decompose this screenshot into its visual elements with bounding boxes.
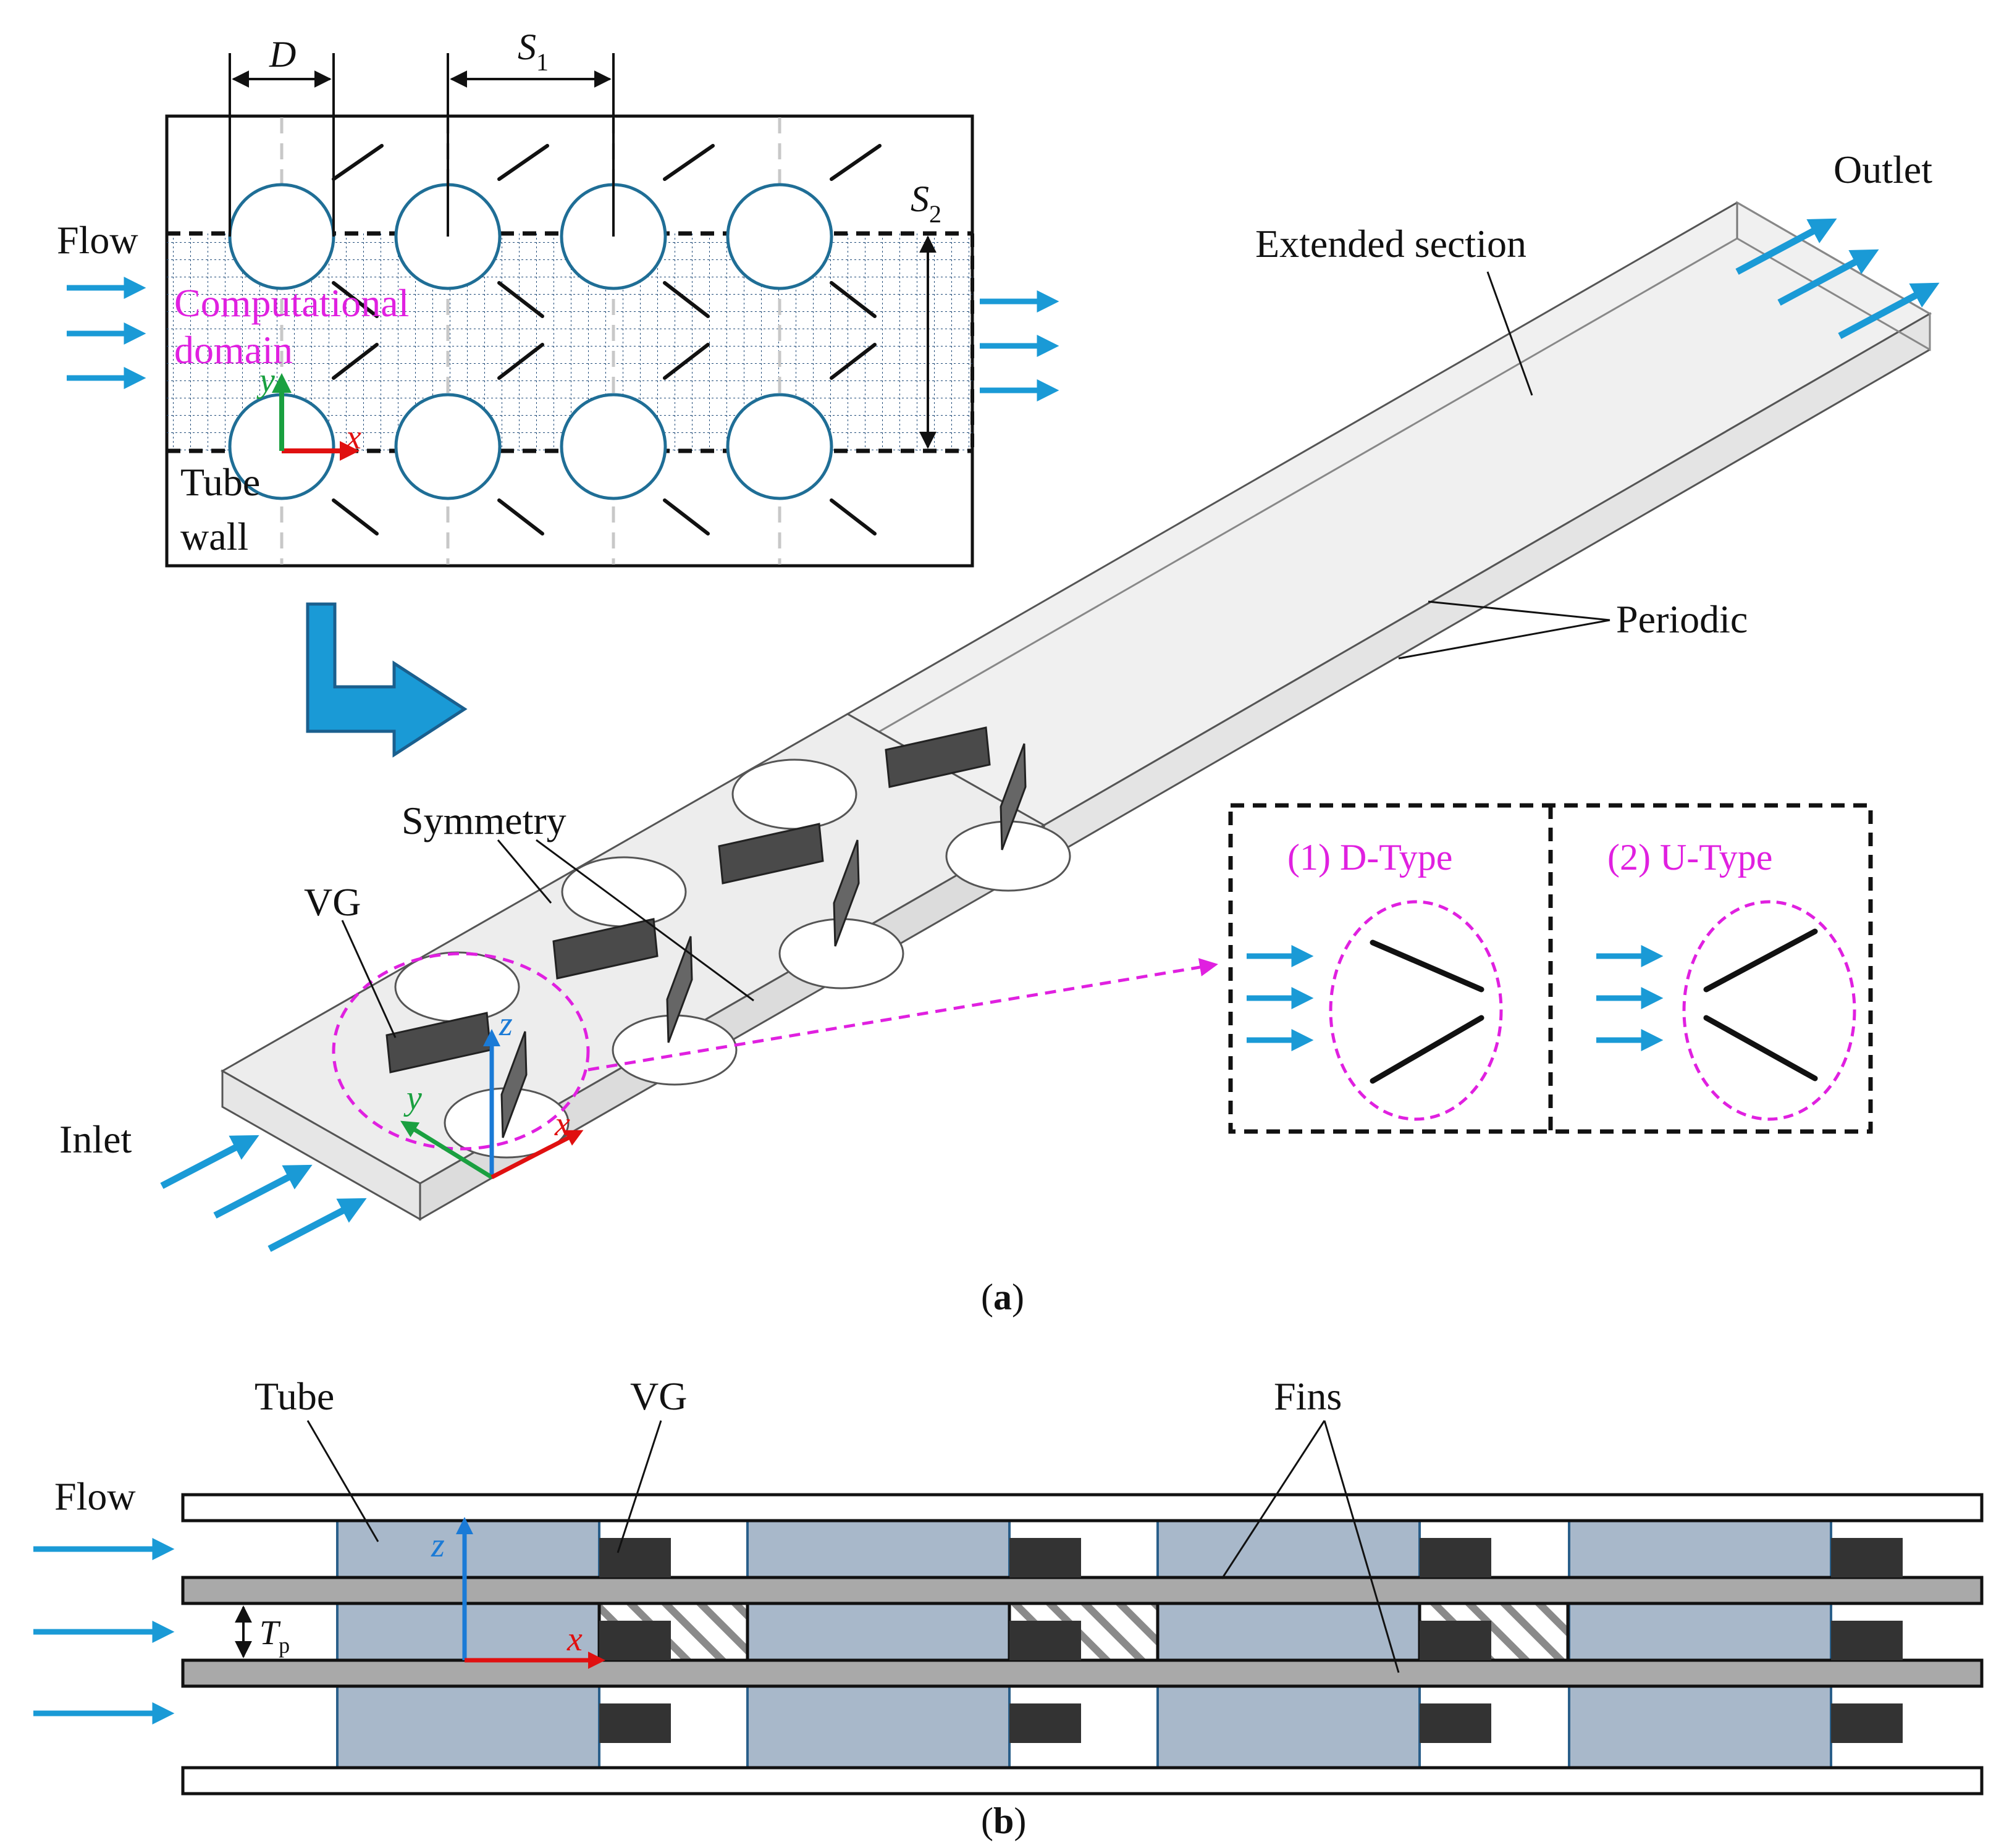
side-flow-arrows [33, 1538, 175, 1724]
axis-x-2d-label: x [345, 418, 361, 456]
computational-domain-label-1: Computational [174, 281, 409, 325]
outer-plate-top [181, 1493, 1984, 1522]
fin-lower [181, 1658, 1984, 1688]
d-type-label: (1) D-Type [1287, 837, 1452, 878]
flow-arrows-left [67, 277, 146, 389]
d-type-vg-upper [1370, 939, 1484, 993]
symmetry-label: Symmetry [402, 799, 566, 842]
vg-blocks [599, 1538, 1903, 1743]
axis-x-3d-label: x [554, 1105, 570, 1143]
inlet-face [221, 1069, 421, 1221]
extended-section-label: Extended section [1255, 222, 1526, 266]
outer-plate-bottom [181, 1766, 1984, 1796]
d-type-flow-arrows [1247, 945, 1314, 1051]
axis-x-3d [490, 1130, 584, 1180]
axis-z-3d-label: z [499, 1005, 513, 1043]
vg-lines [332, 144, 882, 536]
tp-label: Tp [259, 1614, 290, 1658]
leader-lines [341, 271, 1610, 1038]
vg-label-side: VG [630, 1374, 687, 1418]
tube-wall-label-1: Tube [180, 460, 260, 504]
inlet-label: Inlet [59, 1117, 132, 1161]
extended-top-face [845, 201, 1932, 826]
caption-a: (a) [981, 1277, 1024, 1317]
dim-s2-label: S2 [911, 178, 941, 228]
tube-cutouts [394, 758, 1071, 1159]
u-type-flow-arrows [1596, 945, 1664, 1051]
caption-b: (b) [981, 1800, 1026, 1841]
top-view: D S1 S2 Flow Computational domain Tube w… [57, 27, 1059, 568]
dim-d [229, 53, 335, 237]
outlet-label: Outlet [1833, 148, 1932, 191]
vg-type-inset: (1) D-Type (2) U-Type [1228, 803, 1873, 1134]
vg-plates [385, 726, 991, 1073]
vg-label-3d: VG [304, 880, 361, 924]
u-type-label: (2) U-Type [1607, 837, 1772, 878]
transform-arrow [306, 602, 468, 758]
side-leader-lines [306, 1420, 1400, 1673]
dim-s1 [447, 53, 615, 237]
computational-domain-label-2: domain [174, 328, 293, 372]
dim-s1-label: S1 [518, 27, 549, 76]
axis-y-3d-label: y [403, 1079, 422, 1117]
vg-fins [500, 743, 1027, 1138]
tube-label: Tube [255, 1374, 334, 1418]
fin-upper [181, 1576, 1984, 1605]
side-view: z x Tp Tube VG Fins Flow [33, 1374, 1984, 1796]
flow-arrows-right [980, 290, 1059, 401]
3d-model: z y x Outlet Extended section Periodic [59, 148, 1940, 1252]
axis-x-side-label: x [566, 1620, 583, 1658]
d-type-ellipse [1329, 900, 1503, 1121]
detail-pointer [587, 958, 1218, 1072]
flow-label-side: Flow [54, 1474, 136, 1518]
inlet-arrows [160, 1135, 367, 1252]
u-type-ellipse [1682, 900, 1856, 1121]
axis-y-2d-label: y [256, 361, 275, 400]
axis-z-side-label: z [431, 1526, 445, 1564]
u-type-vg-upper [1703, 928, 1818, 993]
detail-ellipse [332, 952, 590, 1151]
hatched-vg-zones [597, 1602, 1570, 1662]
periodic-label: Periodic [1616, 597, 1748, 641]
axis-y-3d [400, 1120, 493, 1179]
tube-wall-label-2: wall [180, 514, 248, 558]
dim-d-label: D [269, 34, 296, 75]
flow-label-top: Flow [57, 218, 138, 262]
fins-label: Fins [1274, 1374, 1342, 1418]
d-type-vg-lower [1370, 1015, 1484, 1084]
outlet-arrows [1735, 218, 1940, 339]
u-type-vg-lower [1703, 1015, 1818, 1082]
